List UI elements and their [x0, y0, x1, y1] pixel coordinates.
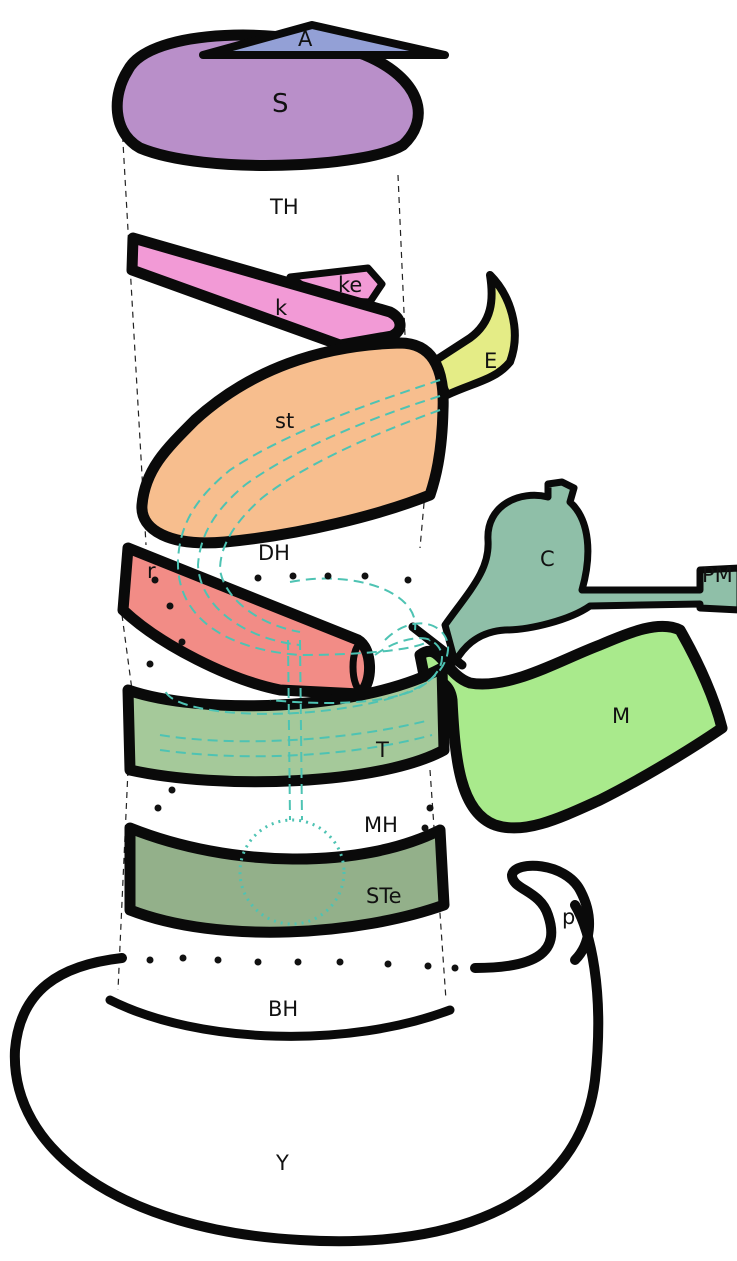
E-shape [429, 271, 519, 399]
label-STe: STe [366, 884, 402, 908]
label-Y: Y [275, 1151, 289, 1175]
dot-rows [146, 572, 459, 972]
A-shape [199, 21, 449, 59]
BH-arc [105, 995, 455, 1041]
label-PM: PM [702, 563, 733, 587]
STe-shape [124, 822, 450, 938]
M-shape [414, 620, 728, 834]
dotted-circle [238, 818, 346, 926]
label-T: T [375, 738, 389, 762]
label-st: st [275, 409, 294, 433]
label-p: p [562, 905, 575, 929]
r-shape [117, 542, 376, 700]
label-M: M [612, 704, 630, 728]
label-C: C [540, 547, 555, 571]
label-TH: TH [269, 195, 299, 219]
label-S: S [272, 89, 289, 119]
T-shape [122, 662, 450, 788]
duct-lines [159, 379, 450, 821]
label-MH: MH [364, 813, 398, 837]
S-shape [111, 29, 424, 171]
label-BH: BH [268, 997, 298, 1021]
label-A: A [298, 27, 313, 51]
label-r: r [147, 559, 156, 583]
C-shape [441, 478, 737, 666]
p-hook [470, 860, 595, 973]
Y-outline [9, 900, 604, 1247]
label-ke: ke [338, 273, 362, 297]
label-E: E [484, 349, 497, 373]
st-shape [136, 337, 449, 549]
label-DH: DH [258, 541, 290, 565]
label-k: k [275, 296, 288, 320]
